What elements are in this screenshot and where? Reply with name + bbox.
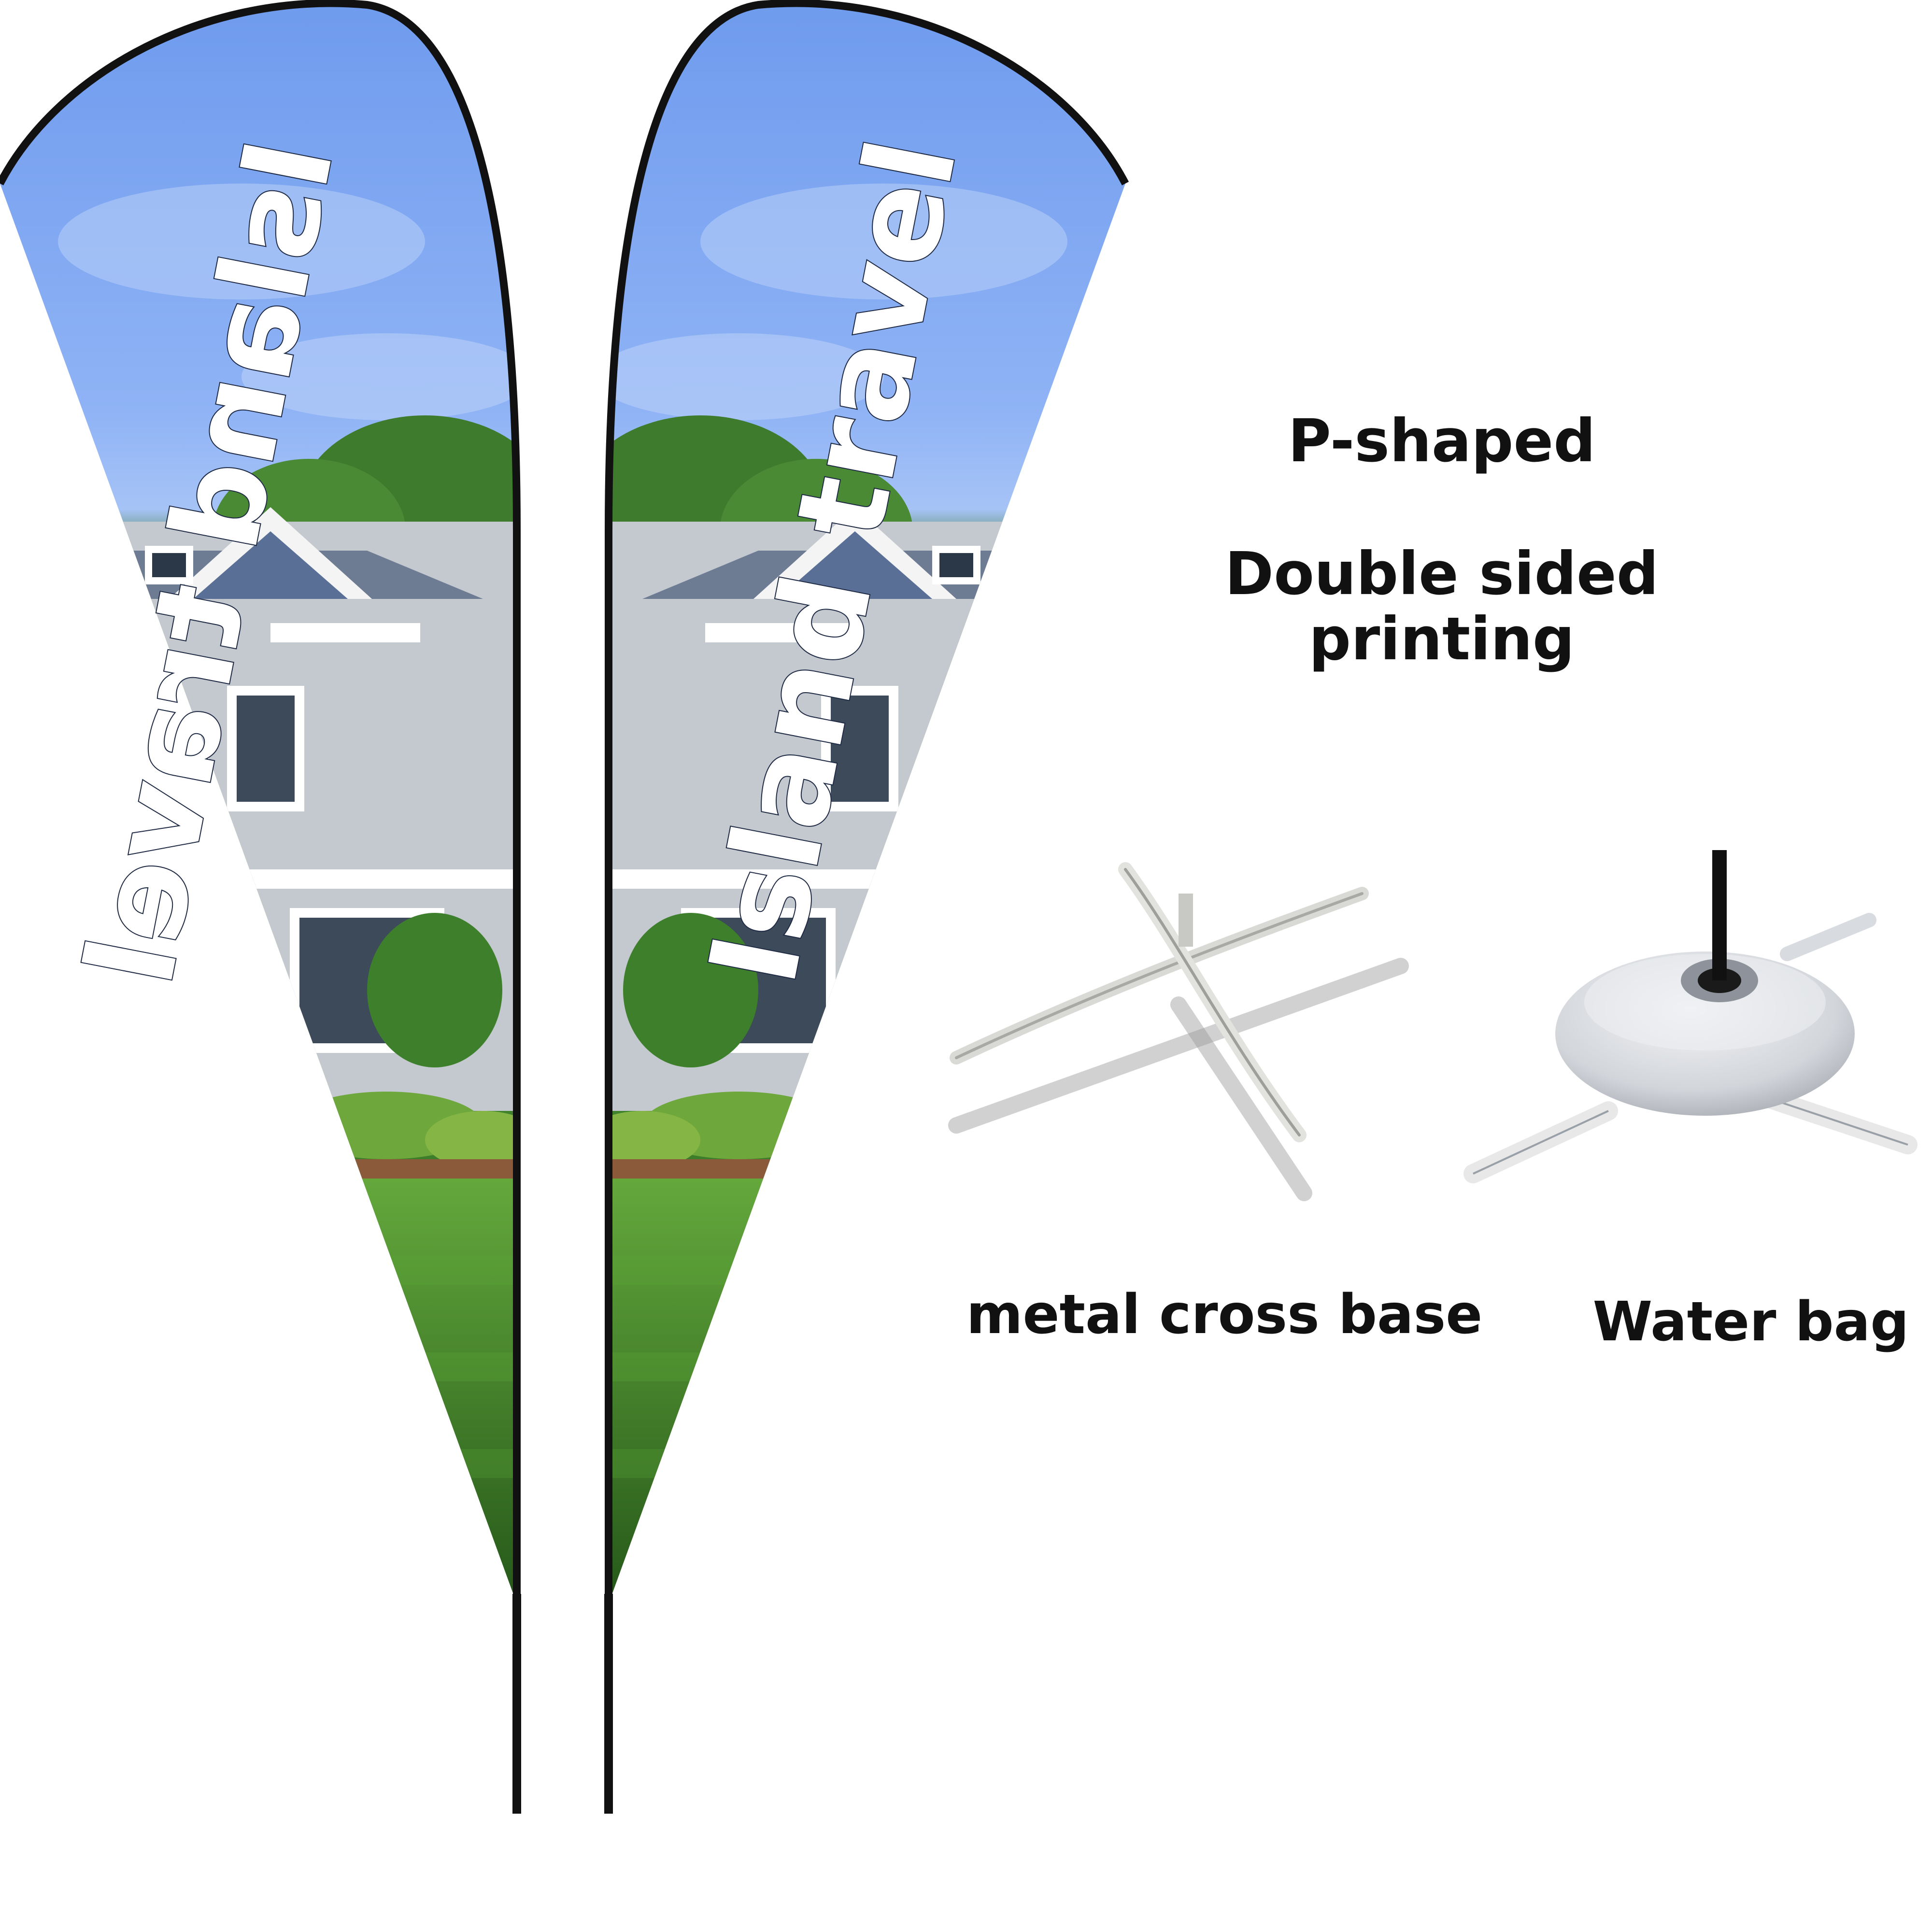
metal-cross-base-image [948,862,1409,1201]
flag-left-border [0,0,521,1604]
shape-label: P-shaped [1288,407,1595,475]
printing-label-line2: printing [1309,605,1575,673]
water-bag-image [1463,850,1918,1183]
water-bag-label: Water bag [1593,1291,1909,1353]
flag-right-border [605,0,1129,1604]
printing-label-line1: Double sided [1225,540,1659,608]
metal-cross-base-label: metal cross base [966,1283,1482,1346]
